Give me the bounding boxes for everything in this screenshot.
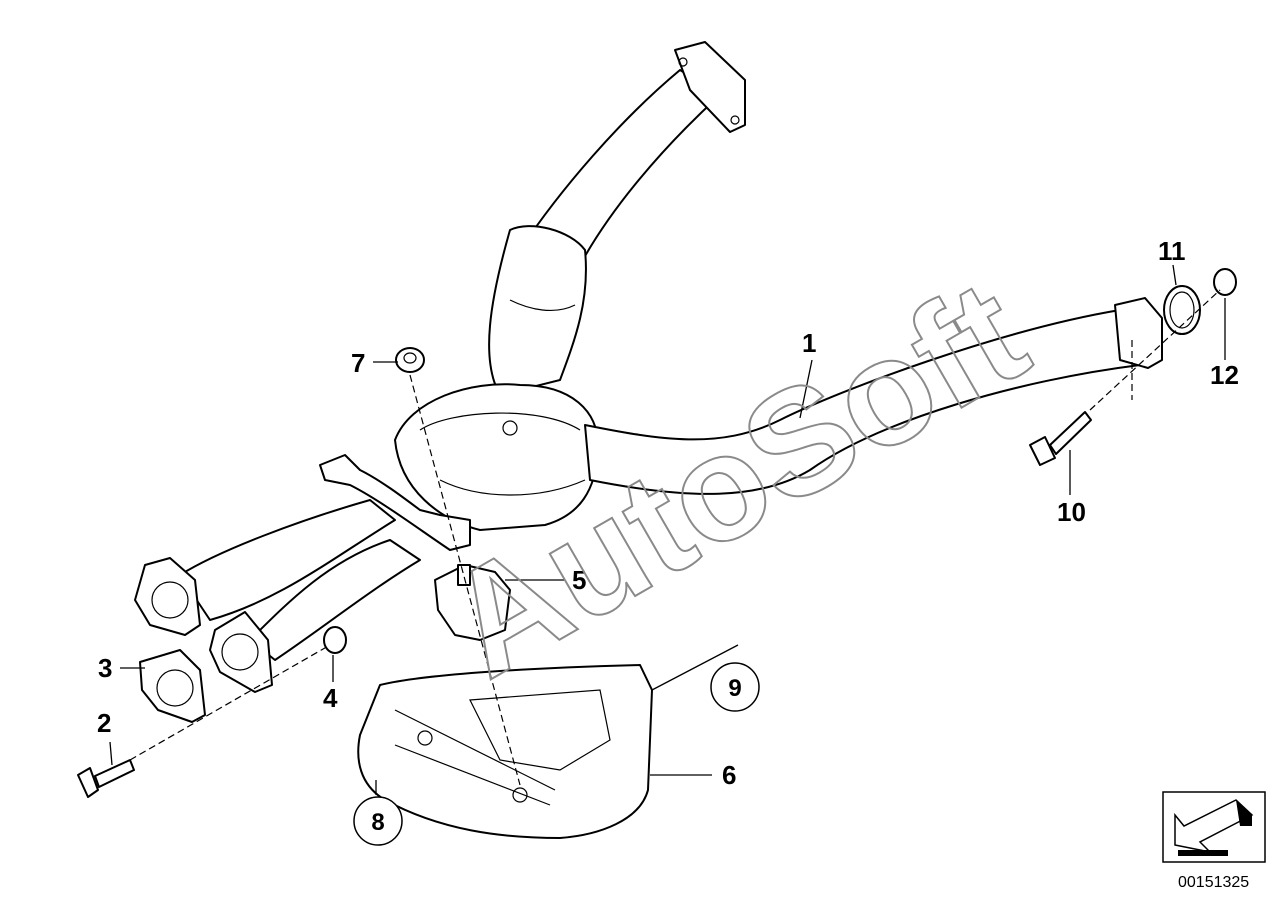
callout-12: 12 xyxy=(1210,360,1239,390)
nut-12 xyxy=(1213,268,1237,296)
bolt-10 xyxy=(1029,411,1092,466)
document-number: 00151325 xyxy=(1178,874,1249,891)
callout-8-circle xyxy=(353,796,403,846)
callout-11: 11 xyxy=(1158,236,1186,266)
heat-shield xyxy=(357,664,653,839)
ring-11 xyxy=(1163,285,1201,335)
front-pipe xyxy=(488,41,746,396)
callout-4: 4 xyxy=(323,683,338,713)
callout-labels: 1 2 3 4 5 6 7 10 11 12 8 9 xyxy=(97,236,1239,846)
callout-2: 2 xyxy=(97,708,111,738)
callout-7: 7 xyxy=(351,348,365,378)
callout-6: 6 xyxy=(722,760,736,790)
rubber-mount xyxy=(434,564,511,641)
callout-9: 9 xyxy=(728,675,741,702)
nut-4 xyxy=(323,626,347,654)
gasket-3 xyxy=(139,649,206,723)
direction-arrow-icon xyxy=(1162,791,1266,863)
pipe-clamp xyxy=(319,454,471,551)
callout-10: 10 xyxy=(1057,497,1086,527)
callout-8: 8 xyxy=(371,809,384,836)
callout-9-circle xyxy=(710,662,760,712)
nut-7 xyxy=(395,347,425,373)
callout-5: 5 xyxy=(572,565,586,595)
bolt-2 xyxy=(77,759,135,798)
callout-1: 1 xyxy=(802,328,816,358)
callout-3: 3 xyxy=(98,653,112,683)
rear-y-pipe xyxy=(584,297,1163,495)
leader-lines xyxy=(109,264,1226,795)
left-twin-pipes xyxy=(134,499,421,693)
